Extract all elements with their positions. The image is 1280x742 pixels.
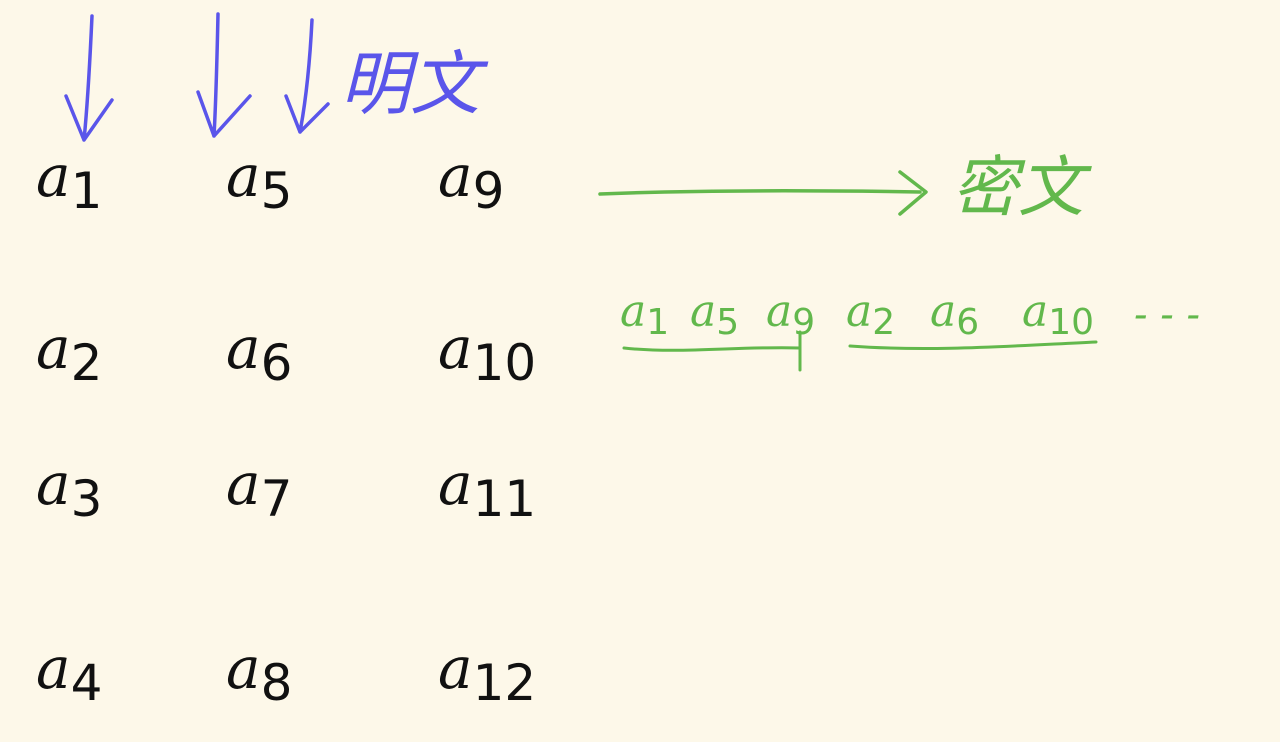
sequence-item-a5: a5 [690, 286, 739, 343]
grid-cell-letter: a [36, 450, 71, 518]
sequence-item-a9: a9 [766, 286, 815, 343]
sequence-item-letter: a [930, 286, 956, 337]
grid-cell-subscript: 10 [473, 334, 537, 392]
right-arrow-icon [598, 170, 928, 216]
grid-cell-subscript: 6 [261, 334, 293, 392]
down-arrow-icon-col1 [64, 14, 114, 142]
grid-cell-a1: a1 [36, 142, 102, 220]
grid-cell-subscript: 4 [71, 654, 103, 712]
sequence-item-a2: a2 [846, 286, 895, 343]
sequence-item-subscript: 6 [956, 302, 979, 343]
grid-cell-subscript: 9 [473, 162, 505, 220]
sequence-ellipsis: - - - [1134, 292, 1200, 338]
sequence-item-subscript: 10 [1048, 302, 1094, 343]
grid-cell-a3: a3 [36, 450, 102, 528]
grid-cell-a12: a12 [438, 634, 536, 712]
grid-cell-subscript: 8 [261, 654, 293, 712]
grid-cell-subscript: 7 [261, 470, 293, 528]
sequence-item-letter: a [1022, 286, 1048, 337]
grid-cell-letter: a [438, 634, 473, 702]
grid-cell-subscript: 12 [473, 654, 537, 712]
grid-cell-a10: a10 [438, 314, 536, 392]
grid-cell-a11: a11 [438, 450, 536, 528]
grid-cell-letter: a [36, 634, 71, 702]
grid-cell-letter: a [226, 314, 261, 382]
sequence-item-letter: a [690, 286, 716, 337]
plaintext-label: 明文 [340, 43, 489, 125]
group-underline-2 [848, 340, 1098, 351]
grid-cell-letter: a [438, 314, 473, 382]
grid-cell-letter: a [226, 142, 261, 210]
grid-cell-a4: a4 [36, 634, 102, 712]
grid-cell-subscript: 1 [71, 162, 103, 220]
grid-cell-a2: a2 [36, 314, 102, 392]
grid-cell-letter: a [226, 450, 261, 518]
down-arrow-icon-col3 [284, 18, 330, 134]
grid-cell-letter: a [438, 450, 473, 518]
grid-cell-a8: a8 [226, 634, 292, 712]
ciphertext-arrow [598, 170, 928, 216]
grid-cell-subscript: 11 [473, 470, 537, 528]
grid-cell-a7: a7 [226, 450, 292, 528]
sequence-item-subscript: 2 [872, 302, 895, 343]
grid-cell-a9: a9 [438, 142, 504, 220]
sequence-item-subscript: 1 [646, 302, 669, 343]
grid-cell-letter: a [438, 142, 473, 210]
grid-cell-subscript: 5 [261, 162, 293, 220]
grid-cell-subscript: 2 [71, 334, 103, 392]
ciphertext-label: 密文 [952, 149, 1092, 226]
sequence-item-letter: a [620, 286, 646, 337]
grid-cell-subscript: 3 [71, 470, 103, 528]
plaintext-arrows [64, 12, 330, 142]
sequence-item-subscript: 5 [716, 302, 739, 343]
grid-cell-letter: a [36, 142, 71, 210]
sequence-item-letter: a [846, 286, 872, 337]
grid-cell-letter: a [36, 314, 71, 382]
grid-cell-a6: a6 [226, 314, 292, 392]
group-underlines [622, 330, 1098, 372]
group-underline-1 [622, 330, 802, 372]
grid-cell-a5: a5 [226, 142, 292, 220]
sequence-item-a10: a10 [1022, 286, 1094, 343]
down-arrow-icon-col2 [196, 12, 252, 138]
sequence-item-a6: a6 [930, 286, 979, 343]
grid-cell-letter: a [226, 634, 261, 702]
sequence-item-a1: a1 [620, 286, 669, 343]
sequence-item-subscript: 9 [792, 302, 815, 343]
sequence-item-letter: a [766, 286, 792, 337]
